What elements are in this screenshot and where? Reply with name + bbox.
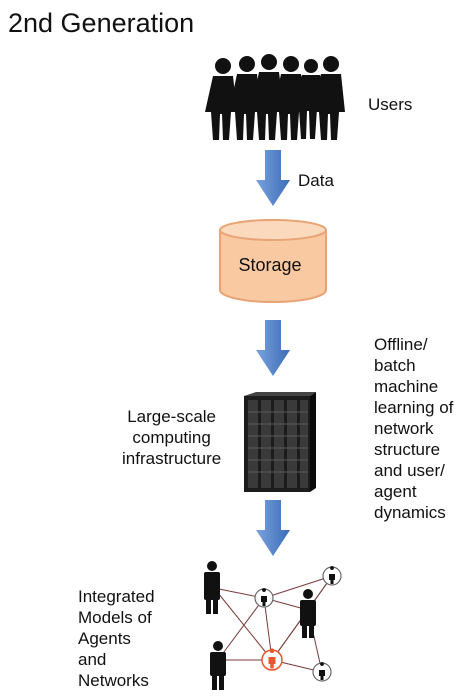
offline-label-line: and user/ — [374, 461, 445, 480]
offline-label-line: Offline/ — [374, 335, 428, 354]
storage-label: Storage — [238, 255, 302, 275]
arrow-down-icon — [256, 150, 290, 206]
models-label-line: Agents — [78, 629, 131, 648]
compute-label-line: computing — [132, 428, 211, 447]
models-label-line: Networks — [78, 671, 149, 690]
people-silhouette-icon — [205, 54, 345, 140]
page-title: 2nd Generation — [8, 8, 195, 38]
offline-learning-label: Offline/ batch machine learning of netwo… — [374, 334, 453, 523]
integrated-models-label: Integrated Models of Agents and Networks — [78, 586, 155, 691]
server-rack-icon — [244, 392, 316, 492]
compute-label-line: infrastructure — [122, 449, 222, 468]
users-label: Users — [368, 95, 413, 114]
arrow-down-icon — [256, 500, 290, 556]
database-cylinder-icon — [219, 219, 327, 303]
offline-label-line: learning of — [374, 398, 454, 417]
compute-infrastructure-label: Large-scale computing infrastructure — [122, 406, 221, 469]
offline-label-line: batch — [374, 356, 416, 375]
offline-label-line: dynamics — [374, 503, 446, 522]
offline-label-line: agent — [374, 482, 417, 501]
models-label-line: Integrated — [78, 587, 155, 606]
offline-label-line: machine — [374, 377, 439, 396]
compute-label-line: Large-scale — [127, 407, 217, 426]
person-node-icon — [204, 561, 342, 690]
offline-label-line: structure — [374, 440, 441, 459]
offline-label-line: network — [374, 419, 434, 438]
agent-network-diagram — [204, 561, 342, 690]
models-label-line: Models of — [78, 608, 152, 627]
models-label-line: and — [78, 650, 107, 669]
data-label: Data — [298, 171, 334, 190]
arrow-down-icon — [256, 320, 290, 376]
